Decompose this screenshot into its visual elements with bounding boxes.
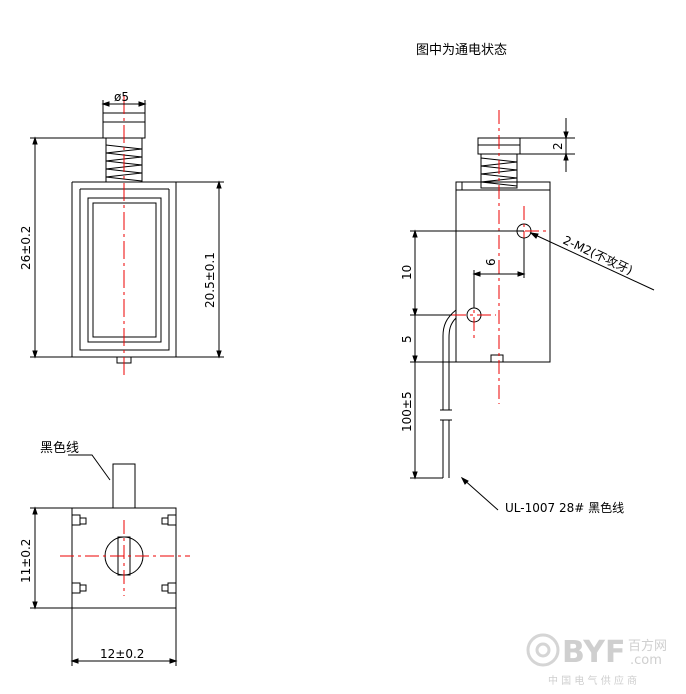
bottom-height-label: 11±0.2 [19,539,33,583]
bottom-wire-label: 黑色线 [40,440,79,456]
side-spacing-label: 6 [484,258,498,266]
watermark-brand: BYF [562,635,625,670]
front-dimensions [30,100,224,359]
front-diameter-label: ø5 [114,90,129,104]
watermark-domain: .com [630,653,662,668]
side-dimensions [410,118,655,511]
bottom-centerlines [60,520,190,596]
watermark-tagline: 中 国 电 气 供 应 商 [548,674,637,687]
bottom-dimensions [30,506,178,666]
watermark-cn-brand: 百方网 [628,638,667,654]
watermark-logo-icon [526,633,560,667]
front-view [71,112,177,364]
drawing-title: 图中为通电状态 [416,43,507,58]
bottom-width-label: 12±0.2 [100,647,144,661]
front-frame-height-label: 20.5±0.1 [203,252,217,308]
side-view [440,137,551,478]
side-lead-length-label: 100±5 [400,391,414,432]
side-offset-5-label: 5 [400,335,414,343]
side-offset-10-label: 10 [400,265,414,280]
wire-spec-label: UL-1007 28# 黑色线 [505,501,624,515]
watermark: BYF 百方网 .com 中 国 电 气 供 应 商 [526,633,667,687]
bottom-view [68,454,177,609]
front-total-height-label: 26±0.2 [19,226,33,270]
side-stroke-label: 2 [551,142,565,150]
side-thread-label: 2-M2(不攻牙) [561,233,635,278]
